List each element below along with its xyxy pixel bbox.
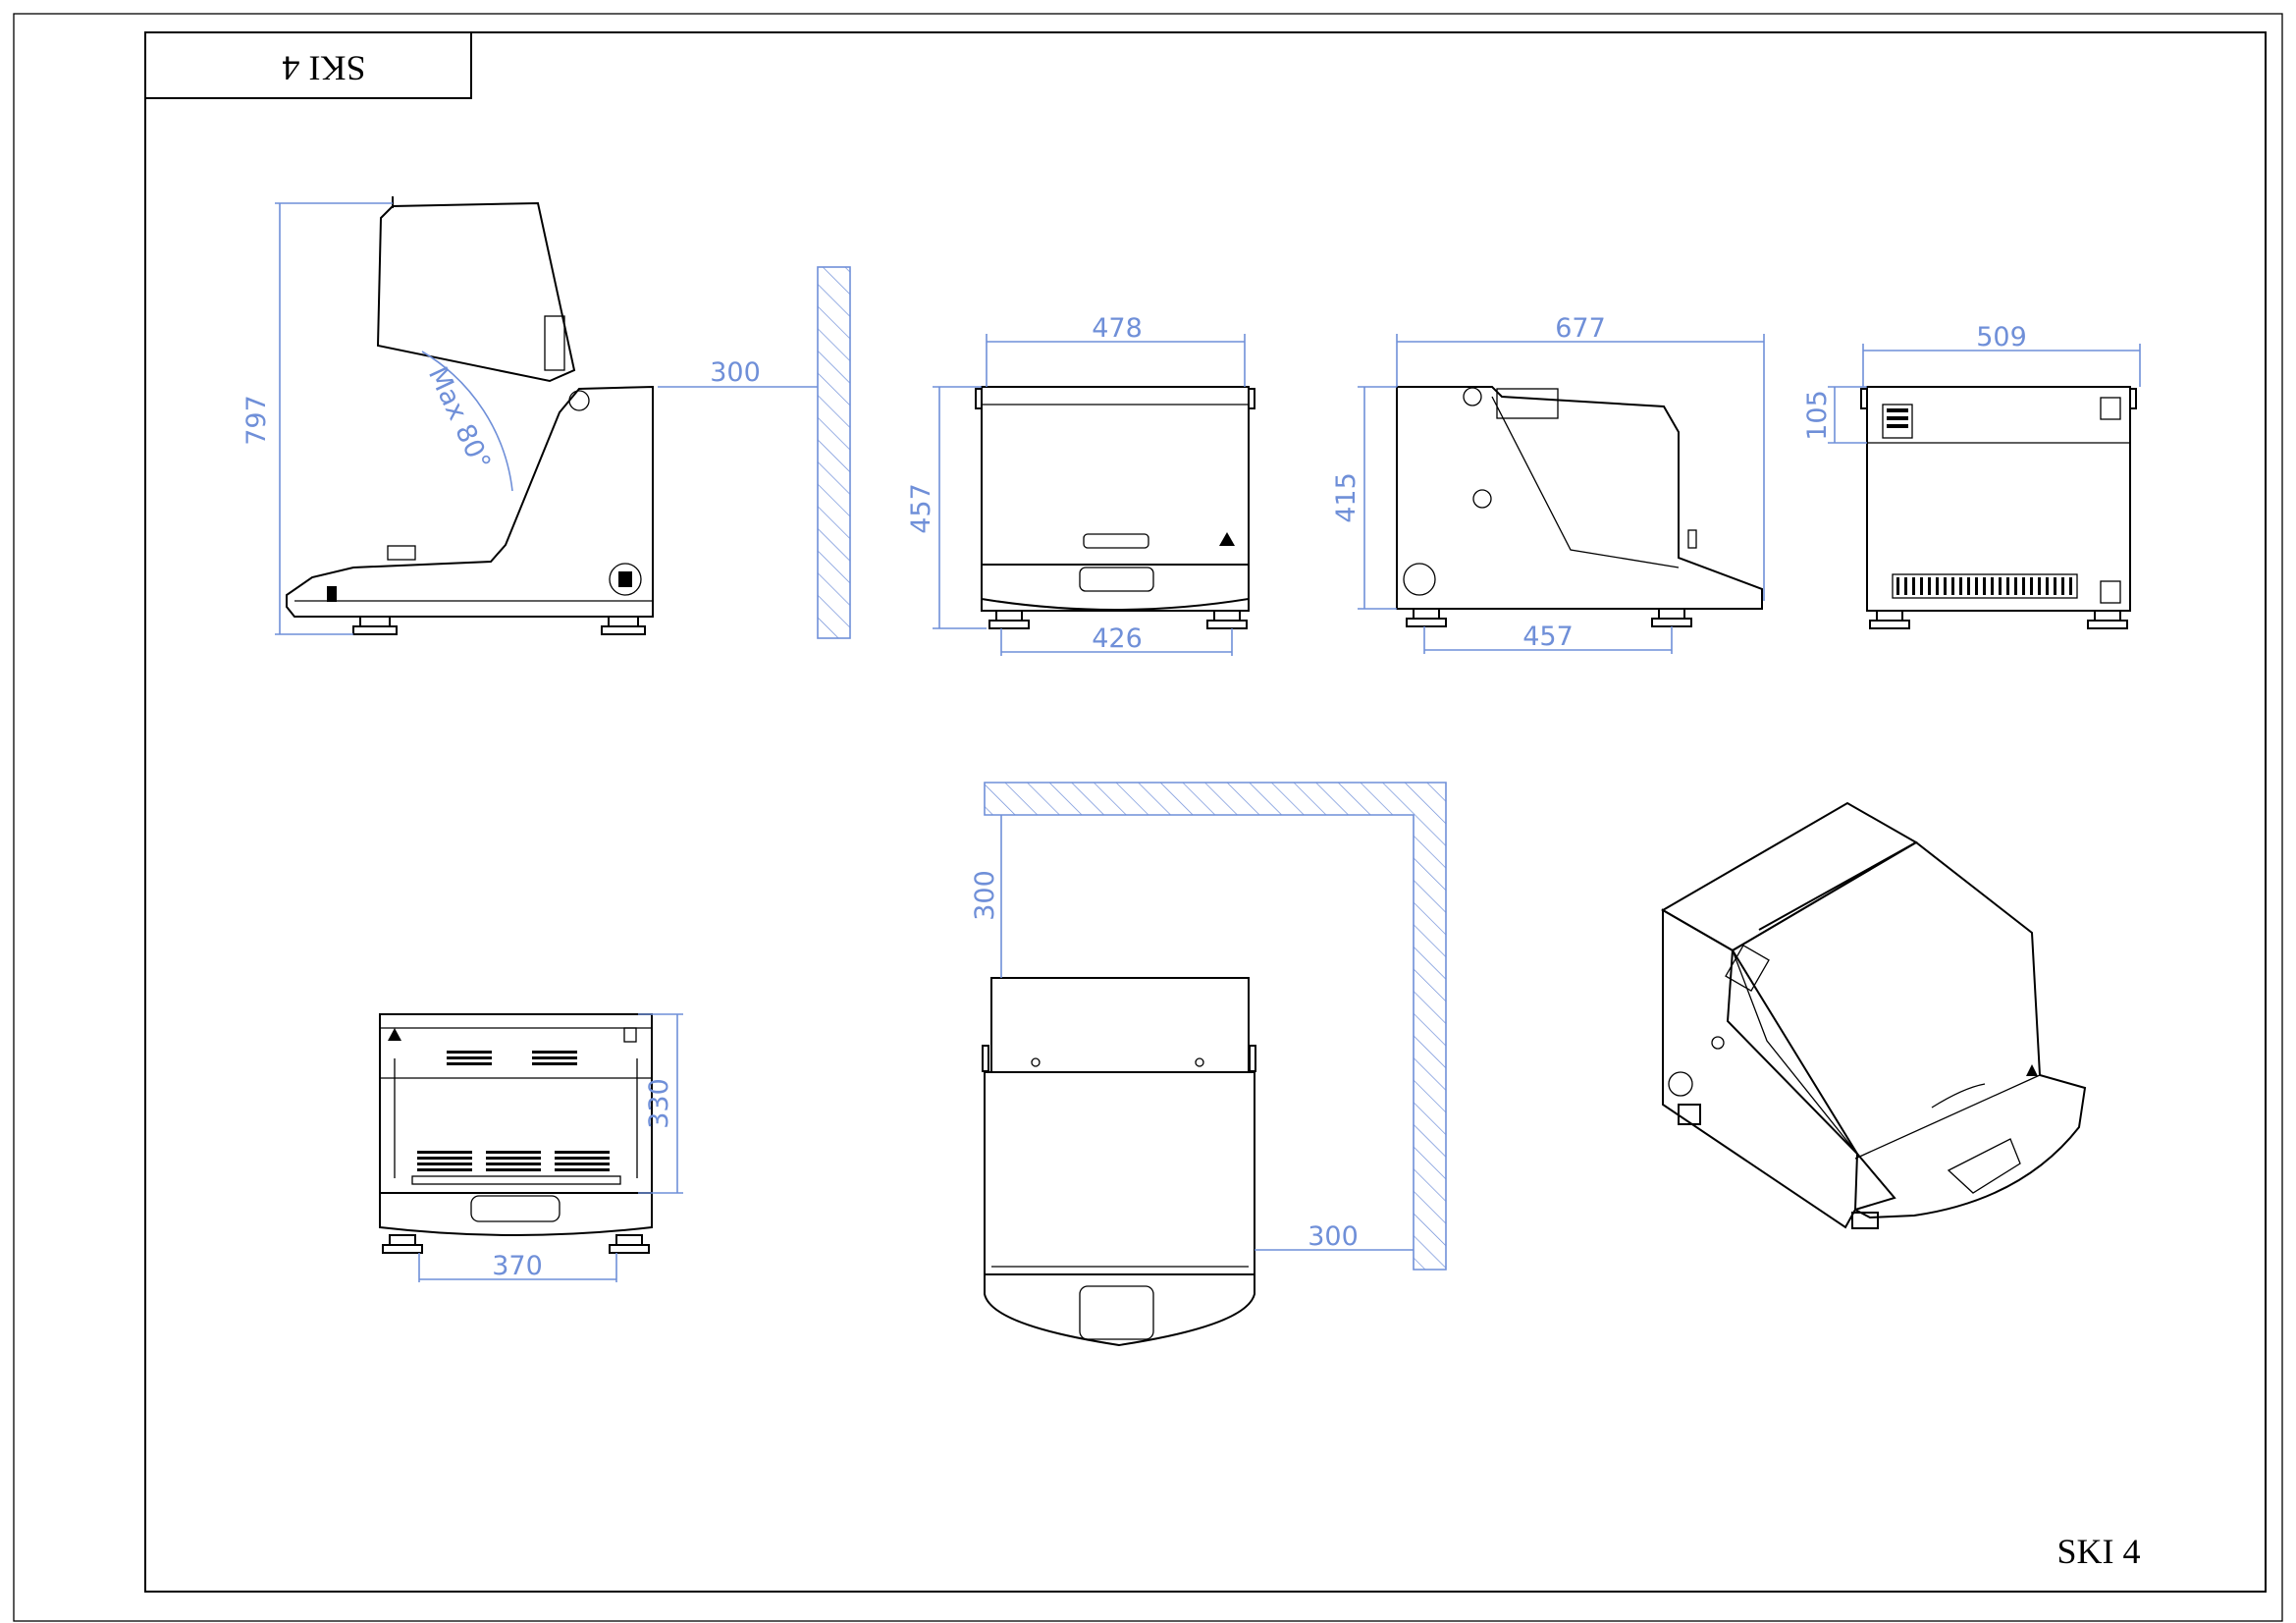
top-view-lid-open: 330 370 (379, 1013, 683, 1282)
isometric-view (1661, 801, 2087, 1229)
dim-side-open-height: 797 (241, 395, 272, 446)
rear-view: 509 105 (1802, 322, 2141, 629)
dim-side-feet-spacing: 457 (1522, 622, 1574, 652)
side-view-closed: 677 415 457 (1331, 313, 1765, 654)
dim-plan-clearance-side: 300 (1308, 1221, 1359, 1252)
dim-rear-panel-height: 105 (1802, 390, 1833, 441)
dim-side-depth: 677 (1555, 313, 1606, 344)
front-view: 478 457 426 (906, 313, 1255, 656)
footer-label: SKI 4 (2056, 1532, 2140, 1571)
inner-border (144, 31, 2267, 1593)
title-block-text: SKI 4 (282, 49, 365, 88)
dim-top-open-depth: 330 (644, 1078, 674, 1129)
dim-side-open-clearance: 300 (710, 357, 761, 388)
dim-front-feet-spacing: 426 (1092, 623, 1143, 654)
dim-front-height: 457 (906, 483, 936, 534)
outer-border (13, 13, 2283, 1622)
wall-behind-side-view (817, 266, 851, 639)
dim-side-height: 415 (1331, 472, 1362, 523)
side-view-lid-open: 797 Max 80° 300 (241, 196, 851, 639)
plan-view-clearance: 300 300 (970, 782, 1447, 1347)
dim-front-width: 478 (1092, 313, 1143, 344)
dim-rear-width: 509 (1976, 322, 2027, 352)
dim-plan-clearance-back: 300 (970, 870, 1000, 921)
dim-top-open-feet-spacing: 370 (492, 1251, 543, 1281)
title-block: SKI 4 (144, 31, 472, 99)
wall-plan-l-shape (984, 782, 1447, 1271)
